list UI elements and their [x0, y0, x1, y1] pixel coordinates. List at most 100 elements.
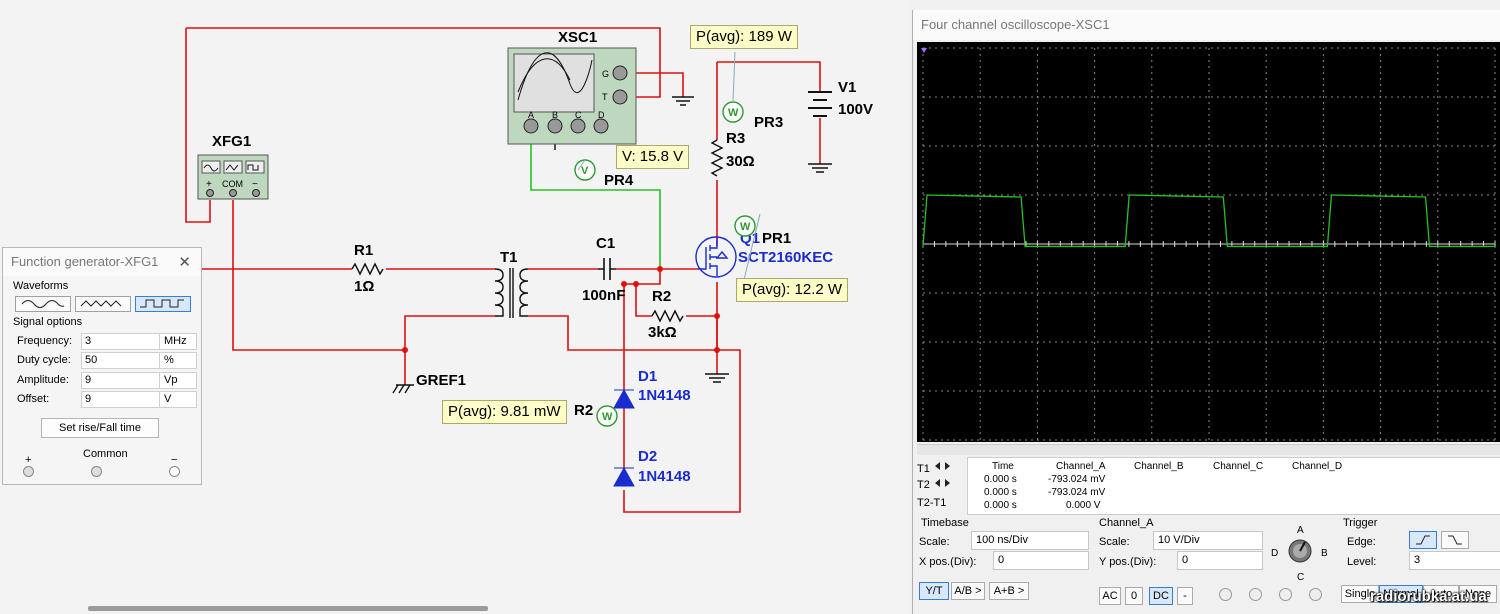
square-wave-button[interactable]	[135, 296, 191, 312]
none-trigger-button[interactable]: None	[1459, 585, 1497, 603]
channel-scale-label: Scale:	[1099, 536, 1130, 548]
dc-coupling-button[interactable]: DC	[1149, 587, 1173, 605]
offset-unit-select[interactable]: V	[159, 391, 197, 408]
workspace-horizontal-scrollbar[interactable]	[88, 606, 488, 611]
t1-channel-a: -793.024 mV	[1048, 474, 1106, 485]
wire-drain	[716, 61, 821, 374]
d2-diode	[613, 466, 635, 487]
q1-part: SCT2160KEC	[738, 249, 833, 266]
r2-resistor	[651, 309, 684, 323]
channel-scale-input[interactable]: 10 V/Div	[1153, 531, 1263, 550]
x-pos-input[interactable]: 0	[993, 551, 1089, 570]
oscilloscope-scrollbar[interactable]	[917, 444, 1500, 455]
edge-label: Edge:	[1347, 536, 1376, 548]
minus-terminal[interactable]	[169, 466, 180, 477]
d1-name: D1	[638, 368, 657, 385]
wire-xfg-plus-loop	[185, 27, 661, 223]
normal-trigger-button[interactable]: Normal	[1379, 585, 1423, 603]
schematic-canvas[interactable]: G T A B C D XSC1 + COM − XFG1 R1 1Ω T1	[0, 0, 910, 614]
auto-trigger-button[interactable]: Auto	[1423, 585, 1459, 603]
close-icon[interactable]: ✕	[178, 254, 191, 271]
falling-edge-icon	[1448, 535, 1462, 545]
ab-mode-button[interactable]: A/B >	[951, 582, 985, 600]
xsc-b-terminal: B	[552, 110, 558, 120]
sine-wave-button[interactable]	[15, 296, 71, 312]
ac-coupling-button[interactable]: AC	[1099, 587, 1121, 605]
common-terminal[interactable]	[91, 466, 102, 477]
oscilloscope-screen[interactable]	[917, 42, 1500, 442]
function-generator-window: Function generator-XFG1 ✕ Waveforms Sign…	[2, 247, 202, 485]
offset-input[interactable]: 9	[81, 391, 162, 408]
plus-terminal[interactable]	[23, 466, 34, 477]
trigger-level-input[interactable]: 3	[1409, 551, 1500, 570]
knob-d-label: D	[1271, 548, 1279, 559]
v1-value: 100V	[838, 101, 873, 118]
square-wave-icon	[140, 299, 184, 308]
channel-radio-2[interactable]	[1249, 588, 1262, 601]
gref-label: GREF1	[416, 372, 466, 389]
duty-cycle-input[interactable]: 50	[81, 352, 162, 369]
minus-terminal-label: −	[171, 454, 178, 466]
zero-coupling-button[interactable]: 0	[1125, 587, 1143, 605]
cursor-arrows-icon[interactable]	[933, 461, 963, 491]
single-trigger-button[interactable]: Single	[1341, 585, 1379, 603]
d1-part: 1N4148	[638, 387, 691, 404]
pr1-label: PR1	[762, 230, 791, 247]
y-pos-label: Y pos.(Div):	[1099, 556, 1157, 568]
svg-text:W: W	[602, 411, 613, 423]
ground-xsc	[672, 96, 694, 106]
cursor-readout: T1 T2 T2-T1 Time Channel_A Channel_B Cha…	[913, 455, 1500, 515]
channel-a-trace	[922, 194, 1495, 248]
readout-table: Time Channel_A Channel_B Channel_C Chann…	[967, 457, 1500, 515]
xfg1-generator-symbol[interactable]: + COM −	[197, 154, 269, 200]
header-channel-a: Channel_A	[1056, 461, 1106, 472]
probe-pr3-readout: P(avg): 189 W	[690, 25, 798, 49]
channel-radio-3[interactable]	[1279, 588, 1292, 601]
set-rise-fall-time-button[interactable]: Set rise/Fall time	[41, 418, 159, 438]
ground-mosfet	[705, 373, 729, 383]
xsc-d-terminal: D	[598, 110, 605, 120]
signal-options-label: Signal options	[13, 316, 83, 328]
yt-mode-button[interactable]: Y/T	[919, 582, 949, 600]
level-label: Level:	[1347, 556, 1377, 568]
a-plus-b-mode-button[interactable]: A+B >	[989, 582, 1029, 600]
oscilloscope-window: Four channel oscilloscope-XSC1 T1 T2 T2-…	[912, 10, 1500, 614]
knob-a-label: A	[1297, 525, 1304, 536]
probe-pr1-readout: P(avg): 12.2 W	[736, 278, 849, 302]
duty-cycle-unit: %	[159, 352, 197, 369]
minus-coupling-button[interactable]: -	[1177, 587, 1193, 605]
v1-battery	[808, 91, 832, 117]
x-pos-label: X pos.(Div):	[919, 556, 977, 568]
frequency-input[interactable]: 3	[81, 333, 162, 350]
timebase-scale-input[interactable]: 100 ns/Div	[971, 531, 1089, 550]
pr3-label: PR3	[754, 114, 783, 131]
xsc1-label: XSC1	[558, 29, 597, 46]
rising-edge-button[interactable]	[1409, 531, 1437, 549]
r2-value: 3kΩ	[648, 324, 677, 341]
amplitude-input[interactable]: 9	[81, 372, 162, 389]
wire-xsc-g	[622, 72, 684, 97]
amplitude-unit-select[interactable]: Vp	[159, 372, 197, 389]
svg-text:W: W	[728, 107, 739, 119]
knob-c-label: C	[1297, 572, 1305, 583]
channel-radio-1[interactable]	[1219, 588, 1232, 601]
trigger-label: Trigger	[1343, 517, 1378, 529]
svg-text:W: W	[740, 221, 751, 233]
frequency-unit-select[interactable]: MHz	[159, 333, 197, 350]
triangle-wave-button[interactable]	[75, 296, 131, 312]
channel-radio-4[interactable]	[1309, 588, 1322, 601]
y-pos-input[interactable]: 0	[1177, 551, 1263, 570]
r1-resistor	[351, 262, 384, 276]
rising-edge-icon	[1416, 535, 1430, 545]
falling-edge-button[interactable]	[1441, 531, 1469, 549]
pr2-label: R2	[574, 402, 593, 419]
header-time: Time	[992, 461, 1014, 472]
xsc1-oscilloscope-symbol[interactable]: G T A B C D	[507, 47, 637, 145]
amplitude-label: Amplitude:	[17, 374, 69, 386]
channel-select-knob[interactable]	[1285, 536, 1315, 566]
function-generator-title: Function generator-XFG1	[3, 248, 201, 276]
t2-t1-time: 0.000 s	[984, 500, 1017, 511]
sine-wave-icon	[21, 300, 65, 308]
xfg-com-terminal: COM	[222, 179, 243, 189]
pr4-label: PR4	[604, 172, 634, 189]
